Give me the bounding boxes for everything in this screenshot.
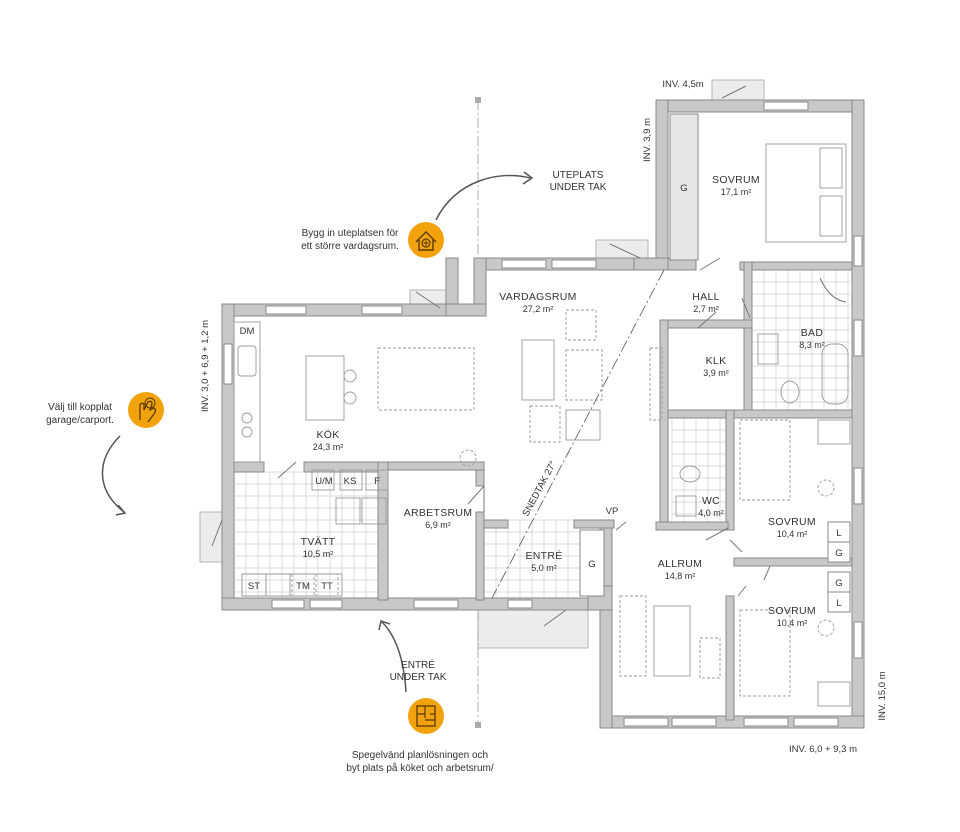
fixture-ks: KS <box>344 476 357 487</box>
doors <box>211 85 847 627</box>
room-area-klk: 3,9 m² <box>703 368 729 378</box>
room-area-kok: 24,3 m² <box>313 442 344 452</box>
mirror-tip-line-2: byt plats på köket och arbetsrum/ <box>346 762 494 774</box>
tile-grid <box>751 269 850 410</box>
room-area-sovrum-mid: 10,4 m² <box>777 529 808 539</box>
room-area-vardagsrum: 27,2 m² <box>523 304 554 314</box>
room-area-entre: 5,0 m² <box>531 563 557 573</box>
snedtak-label: SNEDTAK 27° <box>521 459 560 518</box>
fixture-vp: VP <box>606 506 619 517</box>
uteplats-arrow <box>435 174 531 221</box>
mirror-tip-line-1: Spegelvänd planlösningen och <box>352 750 488 761</box>
fixture-dm: DM <box>240 326 255 337</box>
room-label-wc: WC <box>702 495 720 507</box>
dim-inv-left: INV. 3,0 + 6,9 + 1,2 m <box>200 320 211 412</box>
room-label-tvatt: TVÄTT <box>301 536 336 548</box>
entre-tak-line-1: ENTRÉ <box>401 658 435 671</box>
room-label-vardagsrum: VARDAGSRUM <box>499 291 576 303</box>
axis-marker <box>475 722 481 728</box>
fixture-tm: TM <box>296 581 310 592</box>
uteplats-line-1: UTEPLATS <box>553 170 604 181</box>
closet-l-low: L <box>836 598 841 609</box>
closet-l-mid: L <box>836 528 841 539</box>
closet-g-top: G <box>680 183 687 194</box>
annotations: UTEPLATS UNDER TAK ENTRÉ UNDER TAK Bygg … <box>46 170 607 774</box>
garage-tip-line-2: garage/carport. <box>46 415 114 426</box>
windows <box>223 101 863 727</box>
uteplats-line-2: UNDER TAK <box>550 182 607 193</box>
room-label-bad: BAD <box>801 327 824 339</box>
dim-inv-right: INV. 15,0 m <box>877 671 888 720</box>
room-label-sovrum-low: SOVRUM <box>768 605 816 617</box>
laundry <box>241 573 343 597</box>
room-label-sovrum-top: SOVRUM <box>712 174 760 186</box>
floorplan-icon[interactable] <box>408 698 444 734</box>
room-area-tvatt: 10,5 m² <box>303 549 334 559</box>
room-label-klk: KLK <box>706 355 727 367</box>
room-label-entre: ENTRÉ <box>525 549 562 562</box>
room-area-allrum: 14,8 m² <box>665 571 696 581</box>
closet-g-mid: G <box>835 548 842 559</box>
kitchen-fittings <box>233 321 477 525</box>
room-area-wc: 4,0 m² <box>698 508 724 518</box>
room-area-arbetsrum: 6,9 m² <box>425 520 451 530</box>
entre-tak-line-2: UNDER TAK <box>390 672 447 683</box>
closets <box>579 113 851 613</box>
house-plus-icon[interactable] <box>408 222 444 258</box>
fixture-f: F <box>374 476 380 487</box>
side-step <box>199 511 223 563</box>
room-labels: SOVRUM 17,1 m² HALL 2,7 m² BAD 8,3 m² KL… <box>301 174 825 628</box>
fixture-labels: DM U/M KS F ST TM TT G G L G G L VP <box>240 183 843 609</box>
bedroom-furniture <box>619 143 851 707</box>
room-label-hall: HALL <box>692 291 719 303</box>
axis-marker <box>475 97 481 103</box>
dim-inv-top: INV. 4,5m <box>662 79 703 90</box>
room-area-hall: 2,7 m² <box>693 304 719 314</box>
room-label-allrum: ALLRUM <box>658 558 702 570</box>
living-furniture <box>521 309 663 443</box>
room-area-sovrum-top: 17,1 m² <box>721 187 752 197</box>
closet-g-entre: G <box>588 559 595 570</box>
fixture-tt: TT <box>321 581 333 592</box>
mirror-arrow <box>381 621 407 693</box>
closet-g-low: G <box>835 578 842 589</box>
dim-inv-left-top: INV. 3,9 m <box>642 118 653 162</box>
fixture-st: ST <box>248 581 260 592</box>
patio-step-2 <box>595 239 649 259</box>
room-area-sovrum-low: 10,4 m² <box>777 618 808 628</box>
interior-walls <box>233 257 853 721</box>
snedtak-line <box>491 269 665 599</box>
garage-arrow <box>101 435 125 513</box>
room-area-bad: 8,3 m² <box>799 340 825 350</box>
uteplats-tip-line-2: ett större vardagsrum. <box>301 241 399 252</box>
room-label-arbetsrum: ARBETSRUM <box>404 507 473 519</box>
room-label-kok: KÖK <box>316 429 339 441</box>
fixture-um: U/M <box>315 476 333 487</box>
room-label-sovrum-mid: SOVRUM <box>768 516 816 528</box>
uteplats-tip-line-1: Bygg in uteplatsen för <box>302 228 399 239</box>
bath-fittings <box>675 333 849 517</box>
entrance-terrace <box>477 603 589 649</box>
garage-tip-line-1: Välj till kopplat <box>48 402 112 413</box>
hand-pointer-icon[interactable] <box>128 392 164 428</box>
dim-inv-bottom: INV. 6,0 + 9,3 m <box>789 744 857 755</box>
